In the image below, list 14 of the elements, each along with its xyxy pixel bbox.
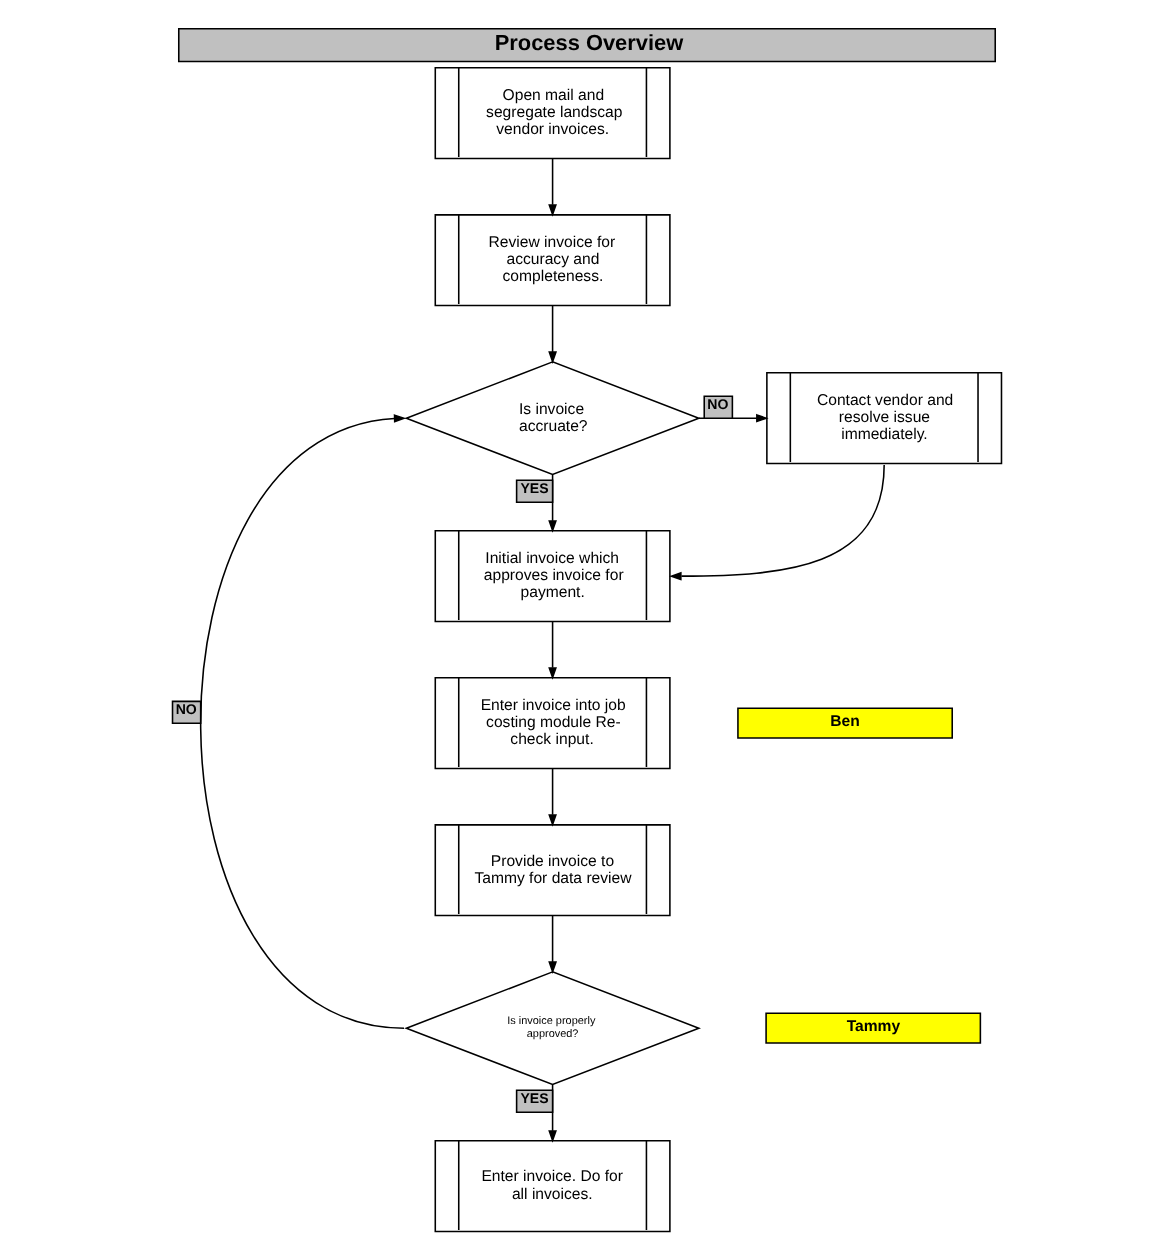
arrow: [547, 767, 556, 827]
arrow: [547, 157, 556, 217]
arrow: [547, 304, 556, 364]
arrow: [547, 1084, 556, 1143]
arrow: [198, 414, 406, 1029]
diagram-title: Process Overview: [493, 32, 683, 57]
node-diamond: Is invoice accruate?: [403, 361, 700, 476]
arrow: [697, 413, 768, 423]
node-box: Tammy: [764, 1012, 981, 1044]
node-box: Ben: [736, 707, 952, 739]
arrow: [547, 474, 556, 533]
arrow: [668, 464, 884, 581]
arrow: [547, 620, 556, 680]
arrow: [547, 914, 556, 974]
